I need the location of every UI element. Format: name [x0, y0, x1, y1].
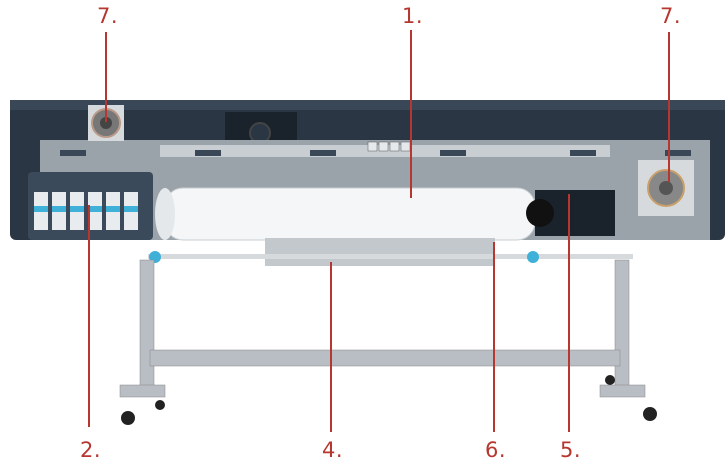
leader-line-1	[410, 30, 412, 198]
spindle-rod	[148, 254, 633, 259]
callout-6: 6.	[485, 438, 507, 462]
paper-roll	[164, 187, 536, 241]
stand	[119, 259, 646, 398]
callout-7-left: 7.	[97, 4, 119, 28]
control-buttons	[367, 141, 411, 152]
callout-5: 5.	[560, 438, 582, 462]
leader-line-6	[493, 242, 495, 432]
vents	[60, 150, 691, 156]
leader-line-2	[88, 205, 90, 427]
media-tray	[265, 238, 495, 266]
ink-cartridges	[34, 192, 138, 230]
callout-4: 4.	[322, 438, 344, 462]
callout-7-right: 7.	[660, 4, 682, 28]
callout-2: 2.	[80, 438, 102, 462]
leader-line-7-left	[105, 32, 107, 122]
top-rim	[10, 100, 725, 110]
leader-line-7-right	[668, 32, 670, 182]
callout-1: 1.	[402, 4, 424, 28]
leader-line-5	[568, 194, 570, 432]
casters	[121, 375, 657, 425]
leader-line-4	[330, 262, 332, 432]
